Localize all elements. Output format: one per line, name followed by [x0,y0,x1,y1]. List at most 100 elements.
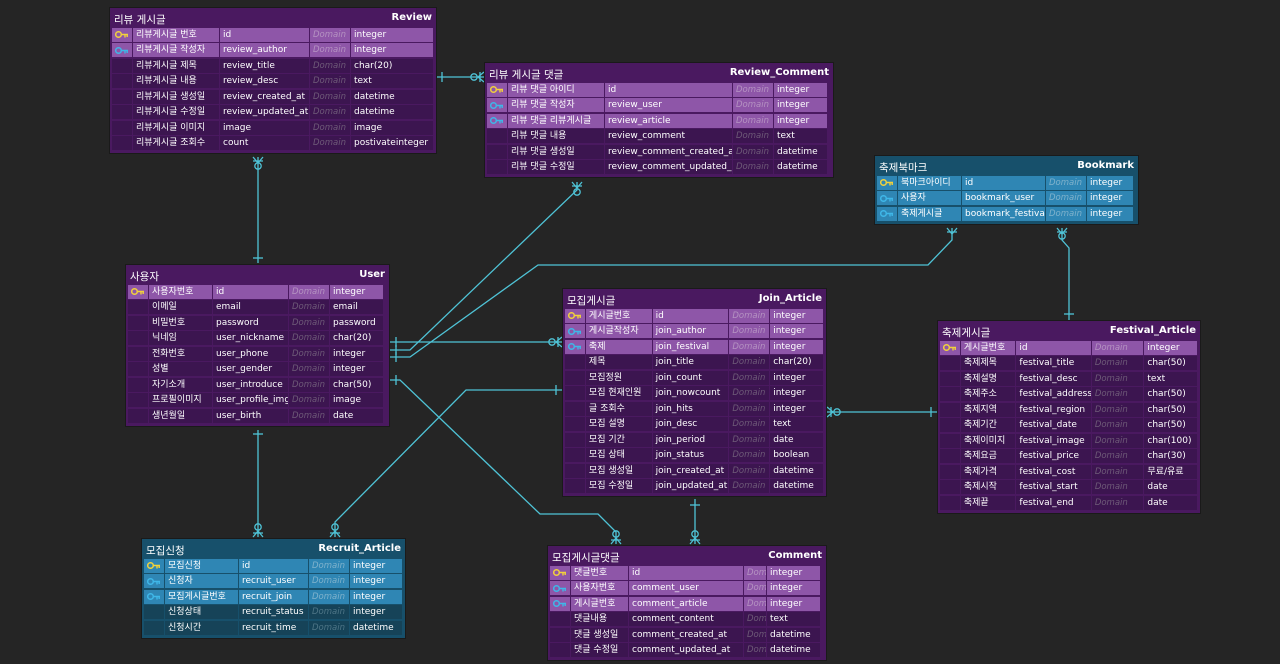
key-cell [565,432,585,447]
key-cell [128,377,148,392]
key-cell [550,643,570,658]
column-field: comment_content [629,612,743,627]
column-label: 축제지역 [960,402,1016,417]
table-header[interactable]: 모집게시글댓글 Comment [550,547,824,565]
column-domain: Domain [309,589,349,604]
key-cell [144,620,164,635]
table-row[interactable]: 댓글번호idDomaininteger [550,565,824,581]
table-entity-name: Comment [768,550,822,561]
column-type: integer [767,596,820,611]
column-field: user_nickname [213,331,288,346]
key-cell [112,136,132,151]
column-type: integer [774,98,827,113]
crowfoot-mark [329,529,341,538]
table-korean-name: 축제게시글 [942,327,991,339]
column-label: 게시글번호 [960,340,1016,355]
column-field: festival_region [1016,402,1091,417]
table-entity-name: Festival_Article [1109,325,1196,336]
rel-user-reviewcomment [390,182,578,351]
column-field: festival_cost [1016,464,1091,479]
column-type: text [351,74,433,89]
column-type: integer [330,362,383,377]
table-header[interactable]: 축제게시글 Festival_Article [940,322,1198,340]
table-comment[interactable]: 모집게시글댓글 Comment 댓글번호idDomaininteger사용자번호co… [547,545,827,661]
column-type: char(50) [330,377,383,392]
table-korean-name: 모집게시글댓글 [552,552,620,564]
column-domain: Domain [729,479,770,494]
